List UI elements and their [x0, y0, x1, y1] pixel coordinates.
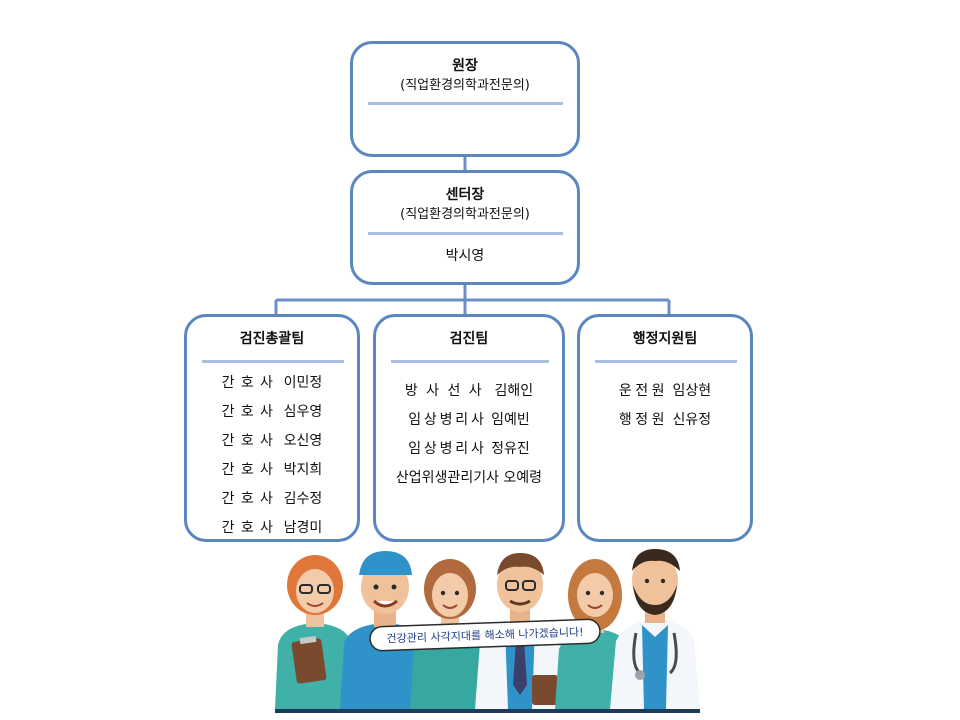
member-name: 심우영	[283, 404, 323, 420]
member-role: 간호사	[221, 462, 280, 478]
member-role: 산업위생관리기사	[395, 470, 499, 486]
dept-divider	[391, 360, 549, 363]
member-row: 간호사 남경미	[187, 514, 357, 543]
member-role: 임상병리사	[408, 412, 487, 428]
member-row: 간호사 심우영	[187, 398, 357, 427]
dept-divider	[202, 360, 344, 363]
member-role: 간호사	[221, 375, 280, 391]
member-row: 간호사 오신영	[187, 427, 357, 456]
dept-box-checkup: 검진팀 방사선사 김해인 임상병리사 임예빈 임상병리사 정유진 산업위생관리기…	[373, 314, 565, 542]
director-divider	[368, 102, 563, 105]
member-name: 박지희	[283, 462, 323, 478]
member-role: 행정원	[618, 412, 669, 428]
center-head-divider	[368, 232, 563, 235]
director-title: 원장	[452, 58, 478, 74]
doctor-figure	[610, 549, 700, 709]
center-head-subtitle: (직업환경의학과전문의)	[400, 207, 530, 222]
member-row: 임상병리사 정유진	[376, 435, 562, 464]
member-row: 간호사 이민정	[187, 369, 357, 398]
director-subtitle: (직업환경의학과전문의)	[400, 78, 530, 93]
dept-box-general-checkup: 검진총괄팀 간호사 이민정 간호사 심우영 간호사 오신영 간호사 박지희 간호…	[184, 314, 360, 542]
member-name: 신유정	[672, 412, 712, 428]
member-name: 오신영	[283, 433, 323, 449]
dept-title: 행정지원팀	[632, 331, 698, 347]
member-role: 간호사	[221, 404, 280, 420]
dept-title: 검진팀	[449, 331, 489, 347]
dept-divider	[595, 360, 737, 363]
center-head-title: 센터장	[445, 187, 485, 203]
member-row: 간호사 박지희	[187, 456, 357, 485]
member-role: 방사선사	[404, 383, 491, 399]
member-row: 행정원 신유정	[580, 406, 750, 435]
nurse-figure	[275, 555, 355, 709]
member-role: 운전원	[618, 383, 669, 399]
medical-staff-illustration: 건강관리 사각지대를 해소해 나가겠습니다!	[275, 549, 700, 713]
slogan-banner: 건강관리 사각지대를 해소해 나가겠습니다!	[369, 618, 601, 652]
dept-title: 검진총괄팀	[239, 331, 305, 347]
center-head-name: 박시영	[445, 248, 485, 264]
dept-member-list: 운전원 임상현 행정원 신유정	[580, 377, 750, 435]
member-row: 간호사 김수정	[187, 485, 357, 514]
center-head-box: 센터장 (직업환경의학과전문의) 박시영	[350, 170, 580, 285]
member-name: 김수정	[283, 491, 323, 507]
member-row: 산업위생관리기사 오예령	[376, 464, 562, 493]
member-row: 임상병리사 임예빈	[376, 406, 562, 435]
member-name: 이민정	[283, 375, 323, 391]
member-name: 임상현	[672, 383, 712, 399]
member-role: 간호사	[221, 491, 280, 507]
member-row: 운전원 임상현	[580, 377, 750, 406]
member-role: 임상병리사	[408, 441, 487, 457]
dept-member-list: 방사선사 김해인 임상병리사 임예빈 임상병리사 정유진 산업위생관리기사 오예…	[376, 377, 562, 493]
director-box: 원장 (직업환경의학과전문의)	[350, 41, 580, 157]
member-row: 방사선사 김해인	[376, 377, 562, 406]
member-name: 남경미	[283, 520, 323, 536]
member-name: 정유진	[491, 441, 530, 457]
banner-text: 건강관리 사각지대를 해소해 나가겠습니다!	[386, 625, 583, 646]
member-role: 간호사	[221, 520, 280, 536]
dept-member-list: 간호사 이민정 간호사 심우영 간호사 오신영 간호사 박지희 간호사 김수정 …	[187, 369, 357, 543]
member-name: 김해인	[494, 383, 534, 399]
member-name: 오예령	[503, 470, 543, 486]
dept-box-admin-support: 행정지원팀 운전원 임상현 행정원 신유정	[577, 314, 753, 542]
member-name: 임예빈	[491, 412, 530, 428]
member-role: 간호사	[221, 433, 280, 449]
